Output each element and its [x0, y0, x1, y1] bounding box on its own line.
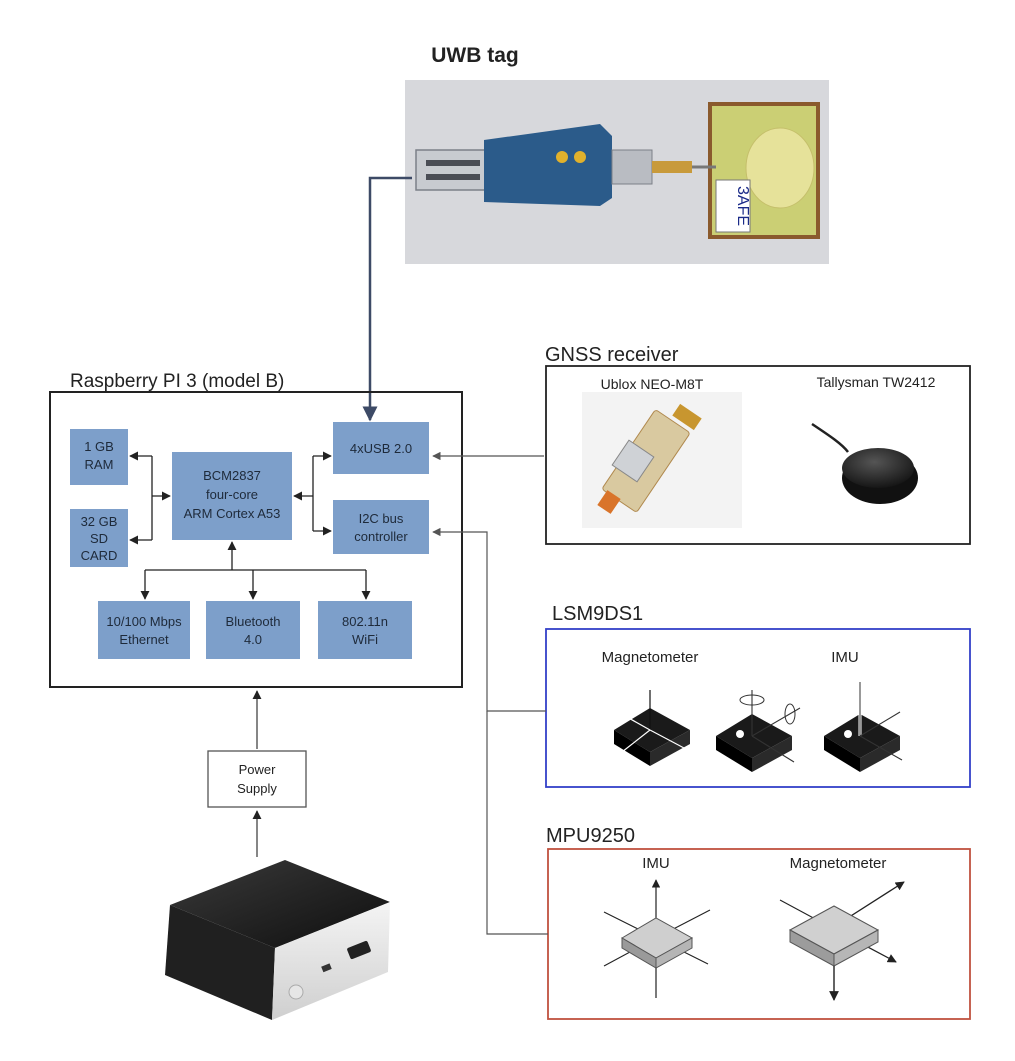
raspberry-frame [49, 391, 463, 688]
usb-block: 4xUSB 2.0 [333, 422, 429, 474]
uwb-tag-label: 3AFE [734, 186, 751, 226]
mpu-title: MPU9250 [546, 825, 635, 847]
uwb-title: UWB tag [431, 44, 519, 67]
ublox-module-image [582, 392, 742, 528]
uwb-tag-photo: 3AFE [405, 80, 829, 264]
lsm-gyro-chip [716, 690, 801, 772]
mpu-left-label: IMU [642, 855, 670, 872]
gnss-right-label: Tallysman TW2412 [817, 374, 936, 390]
mpu-imu-chip [603, 879, 711, 998]
mpu-magnetometer-chip [779, 881, 905, 1001]
tallysman-antenna-image [811, 422, 918, 504]
internal-arrows [129, 451, 371, 600]
lsm-title: LSM9DS1 [552, 603, 643, 625]
gnss-title: GNSS receiver [545, 344, 679, 366]
lsm-left-label: Magnetometer [602, 649, 699, 666]
lsm-frame [545, 628, 971, 788]
power-bank-image [165, 860, 390, 1020]
gnss-frame [545, 365, 971, 545]
gnss-left-label: Ublox NEO-M8T [601, 376, 704, 392]
i2c-bus-line [432, 527, 546, 712]
mpu-frame [547, 848, 971, 1020]
lsm-right-label: IMU [831, 649, 859, 666]
mpu-right-label: Magnetometer [790, 855, 887, 872]
mpu-bus-line [486, 711, 548, 935]
svg-text:4xUSB 2.0: 4xUSB 2.0 [350, 441, 412, 456]
uwb-to-usb-line [362, 176, 412, 422]
raspberry-title: Raspberry PI 3 (model B) [70, 371, 284, 392]
lsm-imu-chip [824, 682, 903, 772]
lsm-magnetometer-chip [614, 690, 690, 766]
